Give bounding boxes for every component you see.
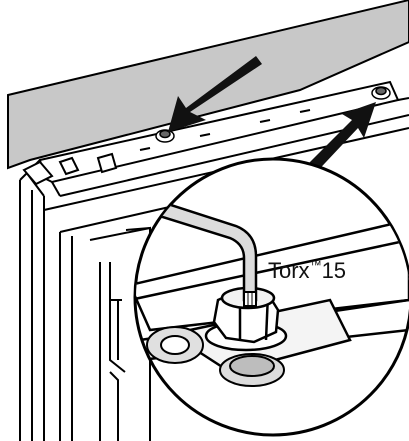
trademark-text: ™ bbox=[310, 258, 322, 272]
bracket-screw-right bbox=[371, 86, 391, 100]
top-panel bbox=[7, 0, 409, 170]
arrow-left-screw-icon bbox=[168, 56, 262, 132]
svg-text:Torx™15: Torx™15 bbox=[268, 258, 346, 283]
torx-size-label: Torx™15 bbox=[268, 258, 346, 283]
tool-name-text: Torx bbox=[268, 258, 310, 283]
bracket-screw-left bbox=[155, 129, 175, 143]
hinge-block bbox=[22, 160, 54, 186]
magnifier-circle bbox=[133, 157, 409, 437]
lower-washer bbox=[219, 353, 285, 387]
tool-size-text: 15 bbox=[322, 258, 346, 283]
washer-icon bbox=[146, 326, 204, 364]
